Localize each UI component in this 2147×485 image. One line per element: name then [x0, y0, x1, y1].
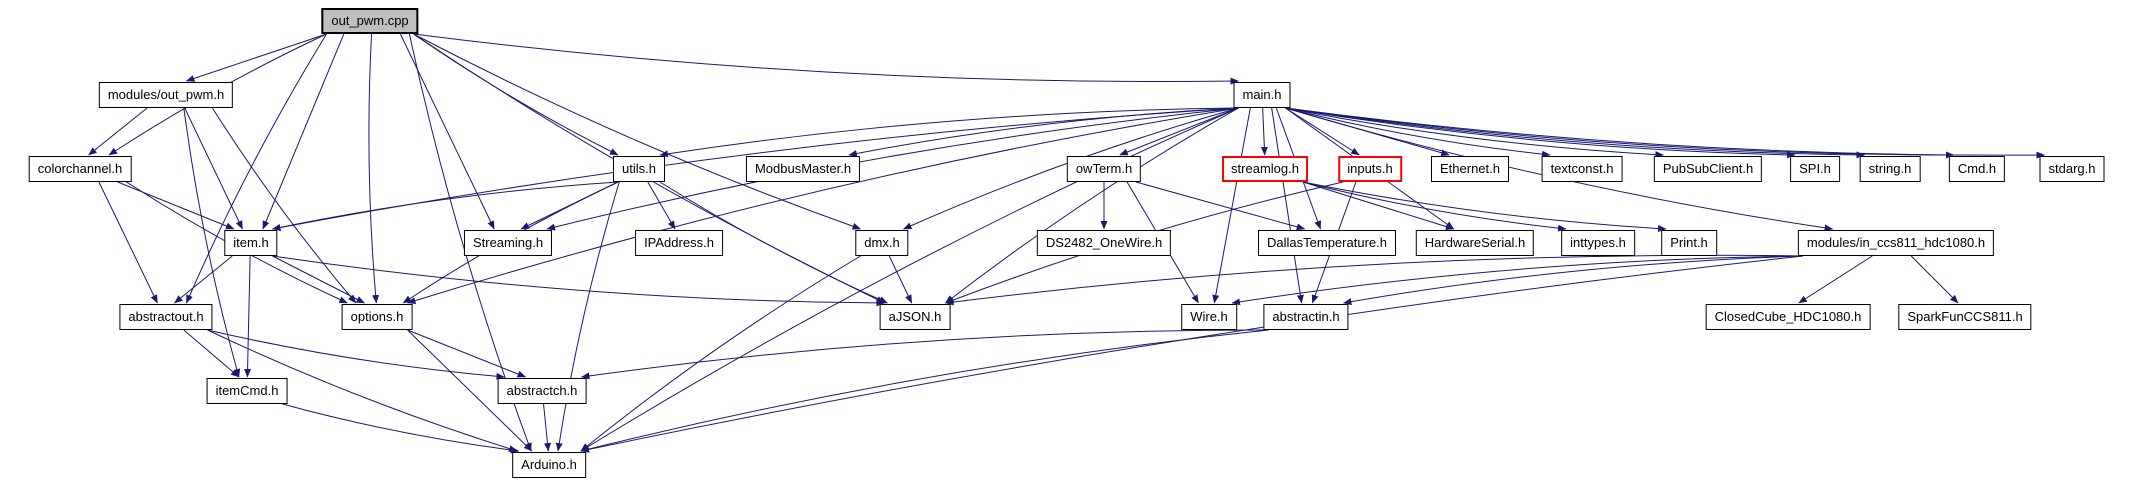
edge-out_pwm_cpp-to-dmx_h: [413, 33, 861, 230]
node-ModbusMaster_h[interactable]: ModbusMaster.h: [745, 156, 861, 182]
edge-streamlog_h-to-HardwareSerial_h: [1302, 181, 1455, 230]
node-abstractout_h[interactable]: abstractout.h: [119, 304, 213, 330]
node-main_h[interactable]: main.h: [1233, 82, 1291, 108]
node-out_pwm_cpp: out_pwm.cpp: [321, 8, 419, 34]
edge-item_h-to-aJSON_h: [272, 255, 885, 307]
edge-streamlog_h-to-inttypes_h: [1302, 181, 1567, 232]
node-Cmd_h[interactable]: Cmd.h: [1948, 156, 2006, 182]
edge-main_h-to-aJSON_h: [945, 107, 1239, 304]
node-HardwareSerial_h[interactable]: HardwareSerial.h: [1415, 230, 1535, 256]
node-colorchannel_h[interactable]: colorchannel.h: [28, 156, 132, 182]
edge-out_pwm_cpp-to-Streaming_h: [399, 33, 495, 230]
edge-modules_in_ccs811_hdc1080_h-to-abstractin_h: [1343, 255, 1804, 306]
edge-modules_in_ccs811_hdc1080_h-to-SparkFunCCS811_h: [1910, 255, 1959, 304]
edge-out_pwm_cpp-to-abstractout_h: [185, 33, 327, 304]
edge-main_h-to-Arduino_h: [580, 107, 1239, 452]
edge-dmx_h-to-aJSON_h: [888, 255, 913, 304]
node-item_h[interactable]: item.h: [224, 230, 278, 256]
edge-owTerm_h-to-DallasTemperature_h: [1135, 181, 1306, 231]
edge-modules_in_ccs811_hdc1080_h-to-Arduino_h: [580, 255, 1804, 453]
edge-options_h-to-Arduino_h: [407, 329, 533, 452]
node-options_h[interactable]: options.h: [341, 304, 413, 330]
node-DallasTemperature_h[interactable]: DallasTemperature.h: [1258, 230, 1396, 256]
node-inttypes_h[interactable]: inttypes.h: [1561, 230, 1635, 256]
edge-out_pwm_cpp-to-options_h: [368, 33, 380, 304]
edge-main_h-to-textconst_h: [1285, 107, 1551, 158]
edge-modules_out_pwm_h-to-options_h: [211, 107, 357, 304]
edge-main_h-to-Wire_h: [1212, 107, 1251, 304]
node-Streaming_h[interactable]: Streaming.h: [463, 230, 553, 256]
edge-colorchannel_h-to-item_h: [117, 181, 235, 230]
edge-utils_h-to-aJSON_h: [659, 181, 888, 304]
edge-modules_out_pwm_h-to-item_h: [184, 107, 243, 230]
edge-modules_out_pwm_h-to-itemCmd_h: [183, 107, 241, 378]
edge-out_pwm_cpp-to-modules_out_pwm_h: [185, 33, 327, 82]
node-Print_h[interactable]: Print.h: [1661, 230, 1717, 256]
edge-modules_out_pwm_h-to-colorchannel_h: [88, 107, 148, 156]
edge-main_h-to-PubSubClient_h: [1285, 107, 1664, 159]
edge-main_h-to-abstractin_h: [1271, 107, 1304, 304]
edge-dmx_h-to-Arduino_h: [580, 255, 861, 452]
edge-item_h-to-options_h: [272, 255, 365, 304]
node-aJSON_h[interactable]: aJSON.h: [879, 304, 951, 330]
node-utils_h[interactable]: utils.h: [613, 156, 665, 182]
node-ClosedCube_HDC1080_h[interactable]: ClosedCube_HDC1080.h: [1705, 304, 1871, 330]
edge-main_h-to-SPI_h: [1285, 107, 1796, 159]
node-IPAddress_h[interactable]: IPAddress.h: [635, 230, 723, 256]
edge-modules_in_ccs811_hdc1080_h-to-Wire_h: [1231, 255, 1804, 306]
node-inputs_h[interactable]: inputs.h: [1338, 156, 1402, 182]
node-itemCmd_h[interactable]: itemCmd.h: [206, 378, 288, 404]
node-Wire_h[interactable]: Wire.h: [1181, 304, 1237, 330]
node-dmx_h[interactable]: dmx.h: [855, 230, 909, 256]
node-PubSubClient_h[interactable]: PubSubClient.h: [1653, 156, 1763, 182]
edge-options_h-to-abstractch_h: [407, 329, 526, 378]
edge-main_h-to-item_h: [272, 107, 1239, 231]
node-abstractch_h[interactable]: abstractch.h: [497, 378, 587, 404]
edge-out_pwm_cpp-to-item_h: [262, 33, 345, 230]
edge-abstractout_h-to-Arduino_h: [207, 329, 518, 452]
edge-main_h-to-stdarg_h: [1285, 107, 2045, 159]
edge-utils_h-to-IPAddress_h: [647, 181, 676, 230]
edge-utils_h-to-Arduino_h: [555, 181, 620, 452]
node-SPI_h[interactable]: SPI.h: [1790, 156, 1840, 182]
node-stdarg_h[interactable]: stdarg.h: [2039, 156, 2105, 182]
node-Arduino_h[interactable]: Arduino.h: [512, 452, 586, 478]
edge-main_h-to-string_h: [1285, 107, 1865, 159]
edge-out_pwm_cpp-to-utils_h: [413, 33, 619, 156]
edge-itemCmd_h-to-Arduino_h: [282, 403, 520, 454]
edge-main_h-to-options_h: [407, 107, 1239, 304]
edge-main_h-to-utils_h: [659, 107, 1239, 158]
edge-abstractout_h-to-itemCmd_h: [183, 329, 240, 378]
edge-utils_h-to-item_h: [272, 181, 619, 231]
node-SparkFunCCS811_h[interactable]: SparkFunCCS811.h: [1898, 304, 2032, 330]
edge-out_pwm_cpp-to-main_h: [413, 33, 1239, 85]
node-modules_out_pwm_h[interactable]: modules/out_pwm.h: [98, 82, 234, 108]
edge-abstractout_h-to-abstractch_h: [207, 329, 505, 380]
edge-main_h-to-streamlog_h: [1260, 107, 1268, 156]
edge-abstractch_h-to-Arduino_h: [543, 403, 551, 452]
edge-modules_in_ccs811_hdc1080_h-to-ClosedCube_HDC1080_h: [1798, 255, 1873, 304]
edge-streamlog_h-to-Print_h: [1302, 181, 1667, 233]
edge-item_h-to-itemCmd_h: [244, 255, 252, 378]
node-string_h[interactable]: string.h: [1859, 156, 1921, 182]
node-owTerm_h[interactable]: owTerm.h: [1066, 156, 1142, 182]
edge-main_h-to-Cmd_h: [1285, 107, 1955, 159]
node-streamlog_h[interactable]: streamlog.h: [1222, 156, 1308, 182]
node-modules_in_ccs811_hdc1080_h[interactable]: modules/in_ccs811_hdc1080.h: [1797, 230, 1995, 256]
node-Ethernet_h[interactable]: Ethernet.h: [1431, 156, 1509, 182]
edge-main_h-to-Streaming_h: [546, 107, 1239, 231]
edge-item_h-to-abstractout_h: [174, 255, 233, 304]
node-DS2482_OneWire_h[interactable]: DS2482_OneWire.h: [1036, 230, 1172, 256]
edge-colorchannel_h-to-abstractout_h: [98, 181, 158, 304]
node-textconst_h[interactable]: textconst.h: [1541, 156, 1623, 182]
node-abstractin_h[interactable]: abstractin.h: [1263, 304, 1349, 330]
edge-abstractin_h-to-abstractch_h: [581, 329, 1269, 380]
edge-abstractin_h-to-Arduino_h: [580, 329, 1269, 453]
